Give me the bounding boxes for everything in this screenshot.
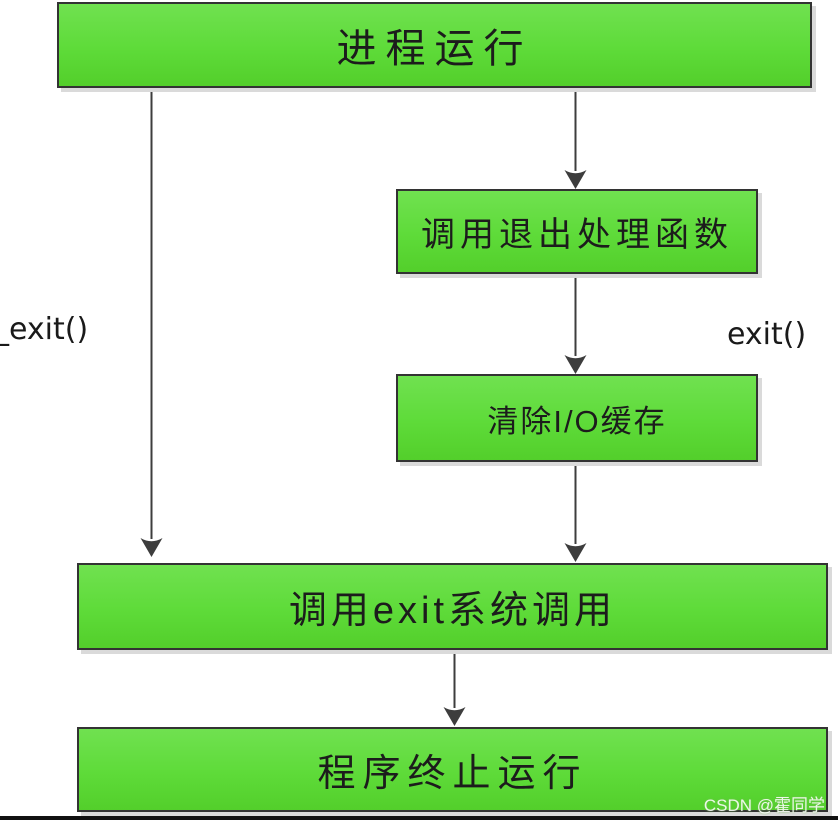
arrowhead-exit-direct	[140, 538, 163, 557]
node-call-exit-handlers-label: 调用退出处理函数	[421, 216, 733, 254]
bottom-border-bar	[0, 816, 838, 820]
edge-label-exit: exit()	[727, 317, 807, 352]
node-program-terminated: 程序终止运行	[77, 727, 828, 812]
arrowhead-flush-to-syscall	[564, 543, 587, 562]
node-call-exit-syscall: 调用exit系统调用	[77, 563, 828, 650]
node-call-exit-syscall-label: 调用exit系统调用	[288, 590, 617, 632]
node-call-exit-handlers: 调用退出处理函数	[396, 189, 758, 274]
edge-label-exit-direct: _exit()	[0, 312, 89, 347]
arrowhead-running-to-handlers	[564, 170, 587, 189]
arrowhead-handlers-to-flush	[564, 355, 587, 374]
node-process-running: 进程运行	[57, 2, 812, 88]
arrowhead-syscall-to-terminated	[443, 707, 466, 726]
node-flush-io-buffer-label: 清除I/O缓存	[487, 403, 667, 439]
csdn-watermark: CSDN @霍同学	[703, 796, 825, 815]
node-process-running-label: 进程运行	[336, 27, 533, 71]
node-program-terminated-label: 程序终止运行	[317, 753, 588, 795]
node-flush-io-buffer: 清除I/O缓存	[396, 374, 758, 462]
